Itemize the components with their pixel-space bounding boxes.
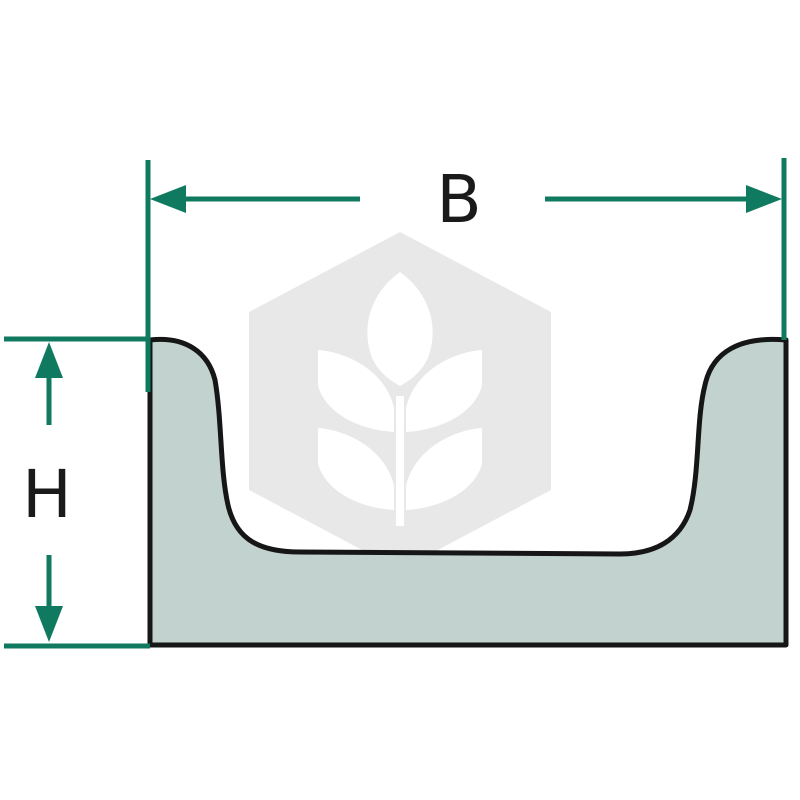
u-channel-profile [147, 336, 789, 648]
width-arrowhead-left [150, 185, 186, 213]
wheat-hexagon-logo-icon [249, 232, 551, 570]
height-arrowhead-bottom [35, 606, 63, 642]
width-arrowhead-right [746, 185, 782, 213]
height-dimension [4, 336, 150, 649]
height-arrowhead-top [35, 342, 63, 378]
width-label: B [436, 161, 481, 238]
height-label: H [22, 456, 72, 533]
width-dimension [145, 158, 787, 392]
